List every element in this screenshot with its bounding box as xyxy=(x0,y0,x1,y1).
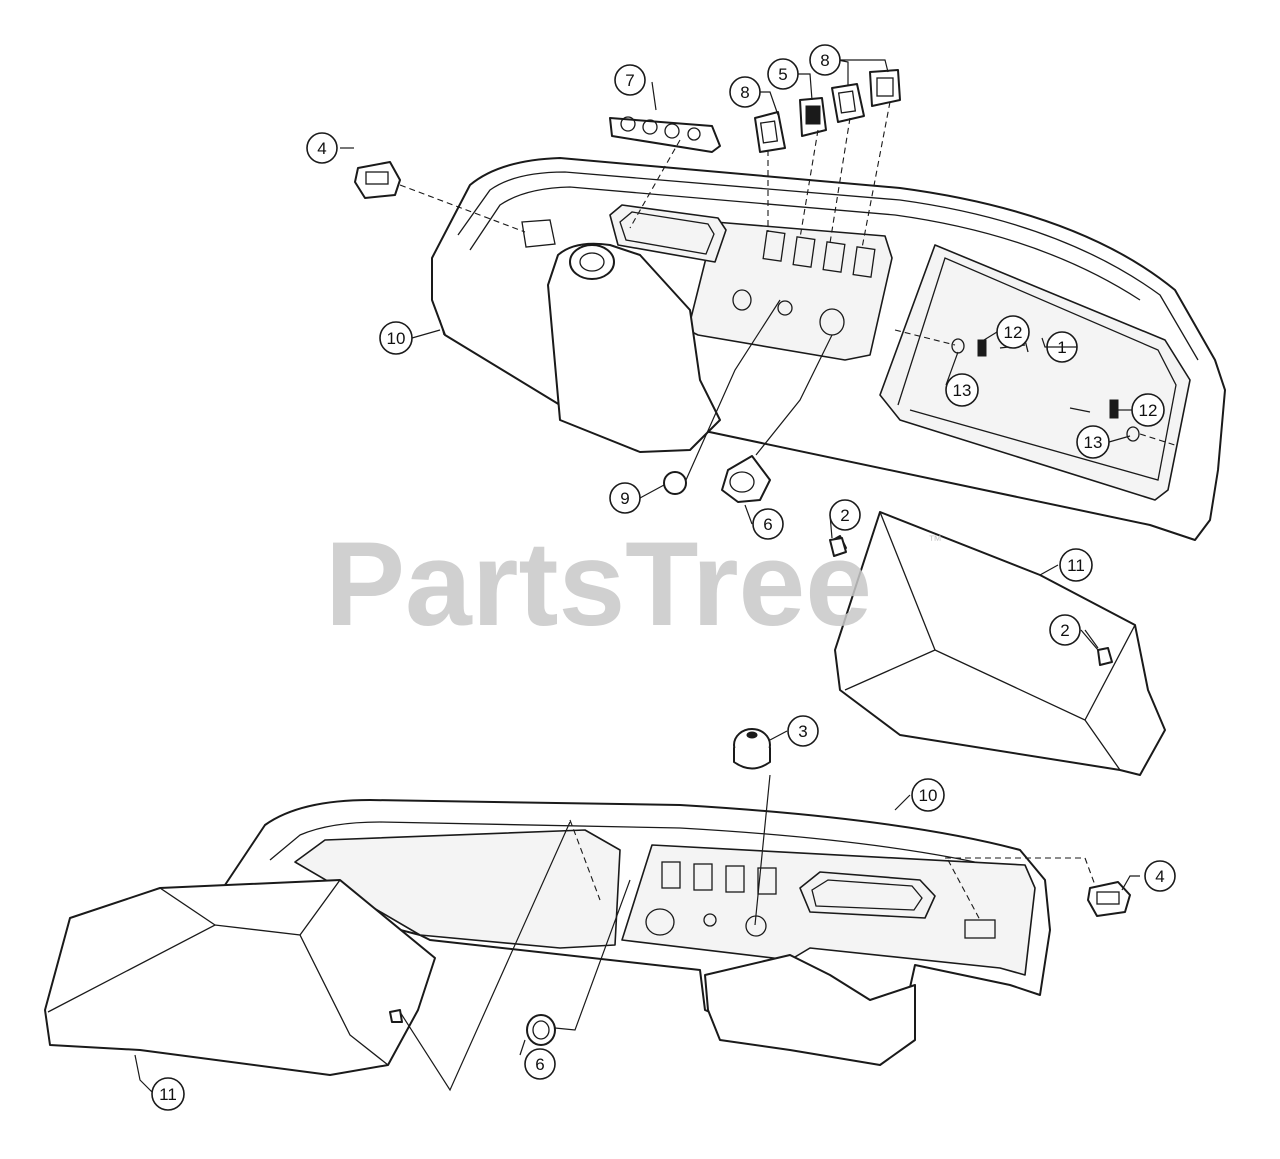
part-8-switch-b xyxy=(831,83,865,123)
callout-11: 11 xyxy=(1059,548,1093,582)
callout-4: 4 xyxy=(306,132,338,164)
svg-text:10: 10 xyxy=(387,329,406,348)
callout-12: 12 xyxy=(1131,393,1165,427)
svg-text:10: 10 xyxy=(919,786,938,805)
part-11-pocket-left xyxy=(44,879,436,1076)
callout-10: 10 xyxy=(911,778,945,812)
callout-13: 13 xyxy=(945,373,979,407)
svg-text:5: 5 xyxy=(778,65,787,84)
callout-8: 8 xyxy=(729,76,761,108)
part-4-switch-upper xyxy=(354,161,401,199)
part-3-cap xyxy=(733,728,771,770)
callout-7: 7 xyxy=(614,64,646,96)
part-8-switch-c xyxy=(869,69,901,107)
watermark-trademark: ™ xyxy=(928,532,942,548)
part-8-switch-a xyxy=(754,111,786,153)
svg-text:11: 11 xyxy=(159,1085,177,1104)
dash-panel-upper xyxy=(431,157,1226,541)
svg-text:12: 12 xyxy=(1139,401,1158,420)
svg-text:8: 8 xyxy=(820,51,829,70)
svg-text:13: 13 xyxy=(1084,433,1103,452)
part-6-socket-upper xyxy=(721,455,771,503)
part-7-bracket xyxy=(609,116,721,153)
callout-2: 2 xyxy=(1049,614,1081,646)
part-9-knob xyxy=(663,471,687,495)
fasteners-upper xyxy=(951,338,1140,442)
svg-text:2: 2 xyxy=(1060,621,1069,640)
callout-5: 5 xyxy=(767,58,799,90)
callout-12: 12 xyxy=(996,315,1030,349)
callout-11: 11 xyxy=(151,1077,185,1111)
leader-lines-lower xyxy=(134,514,1140,1093)
callout-3: 3 xyxy=(787,715,819,747)
part-2-clip-upper xyxy=(829,537,847,557)
part-6-socket-lower xyxy=(526,1014,556,1046)
callout-10: 10 xyxy=(379,321,413,355)
part-11-pocket-right xyxy=(832,511,1166,776)
svg-text:2: 2 xyxy=(840,506,849,525)
svg-text:6: 6 xyxy=(535,1055,544,1074)
part-5-switch xyxy=(799,97,827,137)
svg-text:3: 3 xyxy=(798,722,807,741)
svg-text:4: 4 xyxy=(317,139,326,158)
part-4-switch-lower xyxy=(1087,881,1131,917)
callout-4: 4 xyxy=(1144,860,1176,892)
callout-2: 2 xyxy=(829,499,861,531)
svg-text:11: 11 xyxy=(1067,556,1085,575)
callout-13: 13 xyxy=(1076,425,1110,459)
callout-9: 9 xyxy=(609,482,641,514)
svg-text:9: 9 xyxy=(620,489,629,508)
callout-8: 8 xyxy=(809,44,841,76)
callout-6: 6 xyxy=(752,508,784,540)
svg-text:7: 7 xyxy=(625,71,634,90)
leader-lines-upper xyxy=(340,59,1179,481)
svg-text:8: 8 xyxy=(740,83,749,102)
svg-text:6: 6 xyxy=(763,515,772,534)
svg-text:12: 12 xyxy=(1004,323,1023,342)
watermark-text: PartsTree xyxy=(325,517,872,651)
callout-connectors xyxy=(411,329,1132,741)
dash-panel-lower xyxy=(224,799,1051,1066)
callout-6: 6 xyxy=(524,1048,556,1080)
svg-text:13: 13 xyxy=(953,381,972,400)
svg-text:4: 4 xyxy=(1155,867,1164,886)
